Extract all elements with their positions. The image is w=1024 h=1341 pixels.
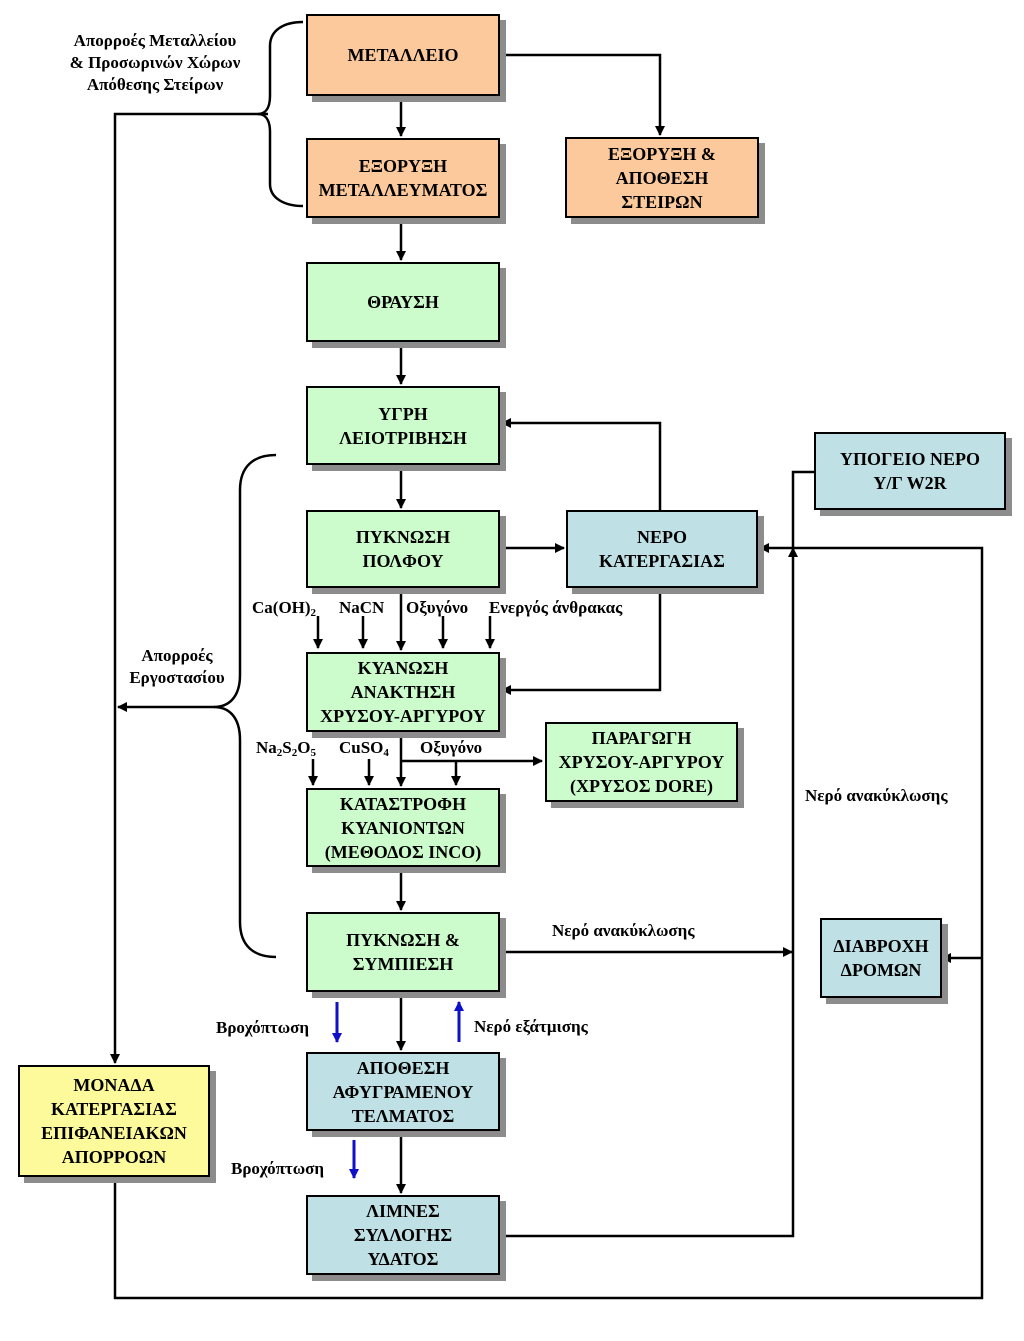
box-thickening-compaction: ΠΥΚΝΩΣΗ & ΣΥΜΠΙΕΣΗ bbox=[306, 912, 500, 992]
label-rainfall-2: Βροχόπτωση bbox=[231, 1159, 325, 1178]
box-waste-extraction: ΕΞΟΡΥΞΗ & ΑΠΟΘΕΣΗ ΣΤΕΙΡΩΝ bbox=[565, 137, 759, 218]
label-reagent-cuso4: CuSO4 bbox=[339, 738, 389, 759]
brace-plant bbox=[213, 453, 277, 959]
label-evaporation: Νερό εξάτμισης bbox=[474, 1017, 588, 1036]
brace-mine bbox=[257, 20, 304, 208]
box-crushing: ΘΡΑΥΣΗ bbox=[306, 262, 500, 342]
label-recycle-water-mid: Νερό ανακύκλωσης bbox=[552, 921, 695, 940]
box-collection-ponds: ΛΙΜΝΕΣ ΣΥΛΛΟΓΗΣ ΥΔΑΤΟΣ bbox=[306, 1195, 500, 1275]
arrow-mine-to-waste bbox=[500, 53, 665, 136]
label-reagent-nacn: NaCN bbox=[339, 598, 385, 617]
box-groundwater: ΥΠΟΓΕΙΟ ΝΕΡΟ Υ/Γ W2R bbox=[814, 432, 1006, 510]
box-road-wetting: ΔΙΑΒΡΟΧΗ ΔΡΟΜΩΝ bbox=[820, 918, 942, 998]
box-surface-runoff-unit: ΜΟΝΑΔΑ ΚΑΤΕΡΓΑΣΙΑΣ ΕΠΙΦΑΝΕΙΑΚΩΝ ΑΠΟΡΡΟΩΝ bbox=[18, 1065, 210, 1177]
box-process-water: ΝΕΡΟ ΚΑΤΕΡΓΑΣΙΑΣ bbox=[566, 510, 758, 588]
arrow-process-water-to-grinding bbox=[501, 418, 662, 510]
box-mine: ΜΕΤΑΛΛΕΙΟ bbox=[306, 14, 500, 96]
box-cyanidation: ΚΥΑΝΩΣΗ ΑΝΑΚΤΗΣΗ ΧΡΥΣΟΥ-ΑΡΓΥΡΟΥ bbox=[306, 652, 500, 732]
label-reagent-carbon: Ενεργός άνθρακας bbox=[489, 598, 623, 617]
box-cyanide-destruction: ΚΑΤΑΣΤΡΟΦΗ ΚΥΑΝΙΟΝΤΩΝ (ΜΕΘΟΔΟΣ INCO) bbox=[306, 788, 500, 867]
label-reagent-na2s2o5: Na2S2O5 bbox=[256, 738, 316, 759]
line-outer-loop bbox=[113, 546, 984, 1300]
label-reagent-oxygen-1: Οξυγόνο bbox=[406, 598, 469, 617]
label-mine-runoff: Απορροές Μεταλλείου & Προσωρινών Χώρων Α… bbox=[69, 31, 241, 94]
label-reagent-caoh2: Ca(OH)2 bbox=[252, 598, 317, 619]
box-wet-grinding: ΥΓΡΗ ΛΕΙΟΤΡΙΒΗΣΗ bbox=[306, 386, 500, 465]
label-recycle-water-right: Νερό ανακύκλωσης bbox=[805, 786, 948, 805]
arrow-mine-runoff-to-unit bbox=[110, 112, 268, 1064]
label-plant-runoff: Απορροές Εργοστασίου bbox=[129, 646, 225, 687]
arrow-process-water-to-cyanidation bbox=[501, 590, 662, 695]
box-ore-extraction: ΕΞΟΡΥΞΗ ΜΕΤΑΛΛΕΥΜΑΤΟΣ bbox=[306, 138, 500, 218]
arrow-ponds-recycle bbox=[500, 547, 798, 1238]
label-rainfall-1: Βροχόπτωση bbox=[216, 1018, 310, 1037]
label-reagent-oxygen-2: Οξυγόνο bbox=[420, 738, 483, 757]
box-gold-production: ΠΑΡΑΓΩΓΗ ΧΡΥΣΟΥ-ΑΡΓΥΡΟΥ (ΧΡΥΣΟΣ DORE) bbox=[545, 722, 738, 802]
arrow-groundwater-to-process-water bbox=[759, 470, 814, 553]
box-pulp-thickening: ΠΥΚΝΩΣΗ ΠΟΛΦΟΥ bbox=[306, 510, 500, 588]
box-tailings-disposal: ΑΠΟΘΕΣΗ ΑΦΥΓΡΑΜΕΝΟΥ ΤΕΛΜΑΤΟΣ bbox=[306, 1052, 500, 1131]
